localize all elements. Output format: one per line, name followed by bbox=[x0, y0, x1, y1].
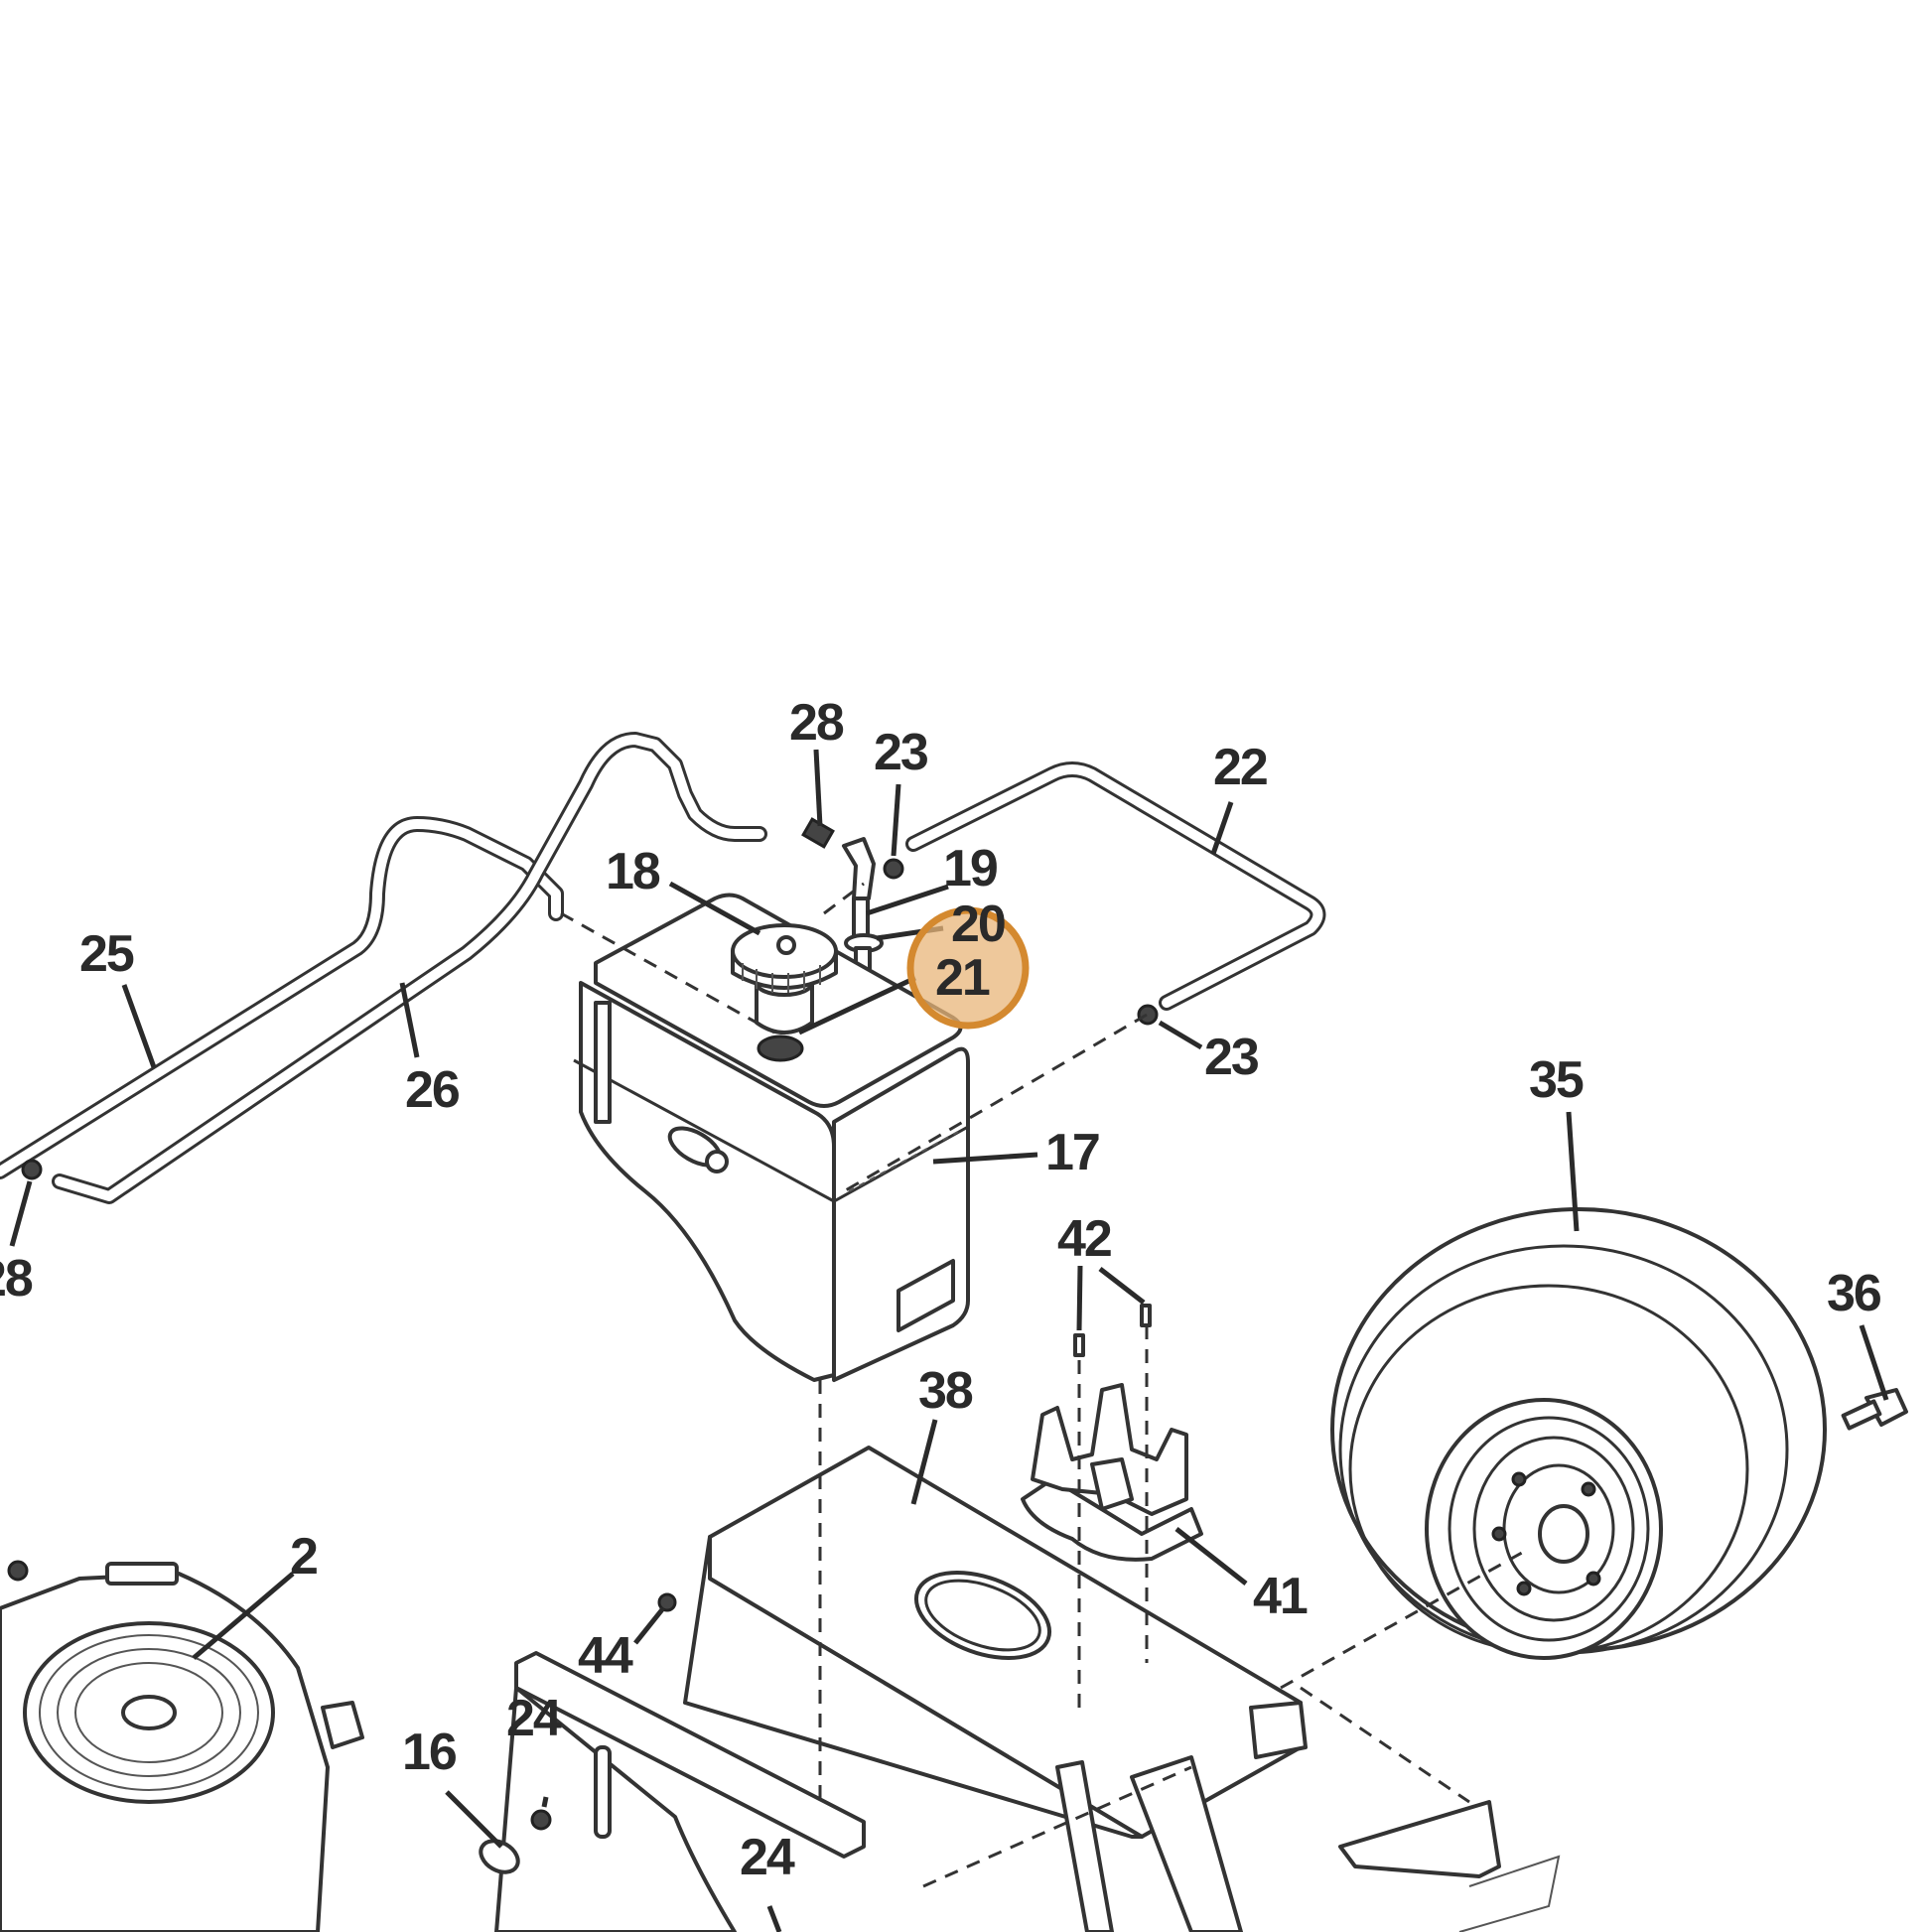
screw-24-upper[interactable] bbox=[530, 1809, 552, 1831]
clamp-28-top[interactable] bbox=[801, 817, 835, 849]
callout-35[interactable]: 35 bbox=[1529, 1051, 1586, 1109]
wheel-tire-35[interactable] bbox=[1330, 1207, 1827, 1660]
callout-labels: 2 16 17 18 19 20 21 22 23 23 24 24 25 26… bbox=[0, 694, 1883, 1886]
ring-16[interactable] bbox=[476, 1835, 524, 1878]
fuel-cap-18[interactable] bbox=[731, 923, 838, 1035]
screw-42-right[interactable] bbox=[1140, 1304, 1152, 1327]
clamp-23-right[interactable] bbox=[1137, 1004, 1159, 1026]
screw-42-left[interactable] bbox=[1073, 1333, 1085, 1357]
callout-44[interactable]: 44 bbox=[578, 1627, 635, 1685]
callout-17[interactable]: 17 bbox=[1045, 1124, 1101, 1181]
callout-23-top[interactable]: 23 bbox=[874, 724, 930, 781]
fuel-line-26[interactable] bbox=[52, 732, 767, 1204]
clamp-23-top[interactable] bbox=[883, 858, 904, 880]
callout-19[interactable]: 19 bbox=[943, 840, 999, 897]
holder-41[interactable] bbox=[1021, 1383, 1203, 1562]
screw-44[interactable] bbox=[657, 1592, 677, 1612]
fuel-line-25[interactable] bbox=[0, 816, 564, 1179]
callout-16[interactable]: 16 bbox=[402, 1724, 459, 1781]
callout-28-left[interactable]: 28 bbox=[0, 1250, 35, 1308]
callout-24-upper[interactable]: 24 bbox=[506, 1690, 564, 1747]
frame-lower[interactable] bbox=[494, 1651, 1561, 1932]
leader-lines bbox=[9, 749, 1889, 1932]
callout-2[interactable]: 2 bbox=[290, 1528, 319, 1586]
fuel-line-22[interactable] bbox=[905, 761, 1326, 1011]
panel-38[interactable] bbox=[683, 1446, 1308, 1839]
clamp-28-left[interactable] bbox=[21, 1159, 43, 1180]
assembly-dashes bbox=[560, 882, 1530, 1888]
callout-25[interactable]: 25 bbox=[79, 925, 136, 983]
callout-41[interactable]: 41 bbox=[1253, 1568, 1310, 1625]
callout-24-lower[interactable]: 24 bbox=[740, 1829, 797, 1886]
callout-38[interactable]: 38 bbox=[918, 1362, 975, 1420]
callout-18[interactable]: 18 bbox=[606, 843, 662, 900]
callout-22[interactable]: 22 bbox=[1213, 739, 1269, 796]
callout-28-top[interactable]: 28 bbox=[789, 694, 846, 752]
engine-2[interactable] bbox=[0, 1560, 364, 1932]
highlight-marker-21[interactable] bbox=[906, 906, 1030, 1030]
callout-36[interactable]: 36 bbox=[1827, 1265, 1883, 1322]
callout-21[interactable]: 21 bbox=[935, 949, 992, 1007]
callout-23-right[interactable]: 23 bbox=[1204, 1029, 1261, 1086]
callout-20[interactable]: 20 bbox=[951, 896, 1007, 953]
elbow-fitting-19[interactable] bbox=[842, 837, 876, 940]
bolt-36[interactable] bbox=[1841, 1388, 1908, 1431]
callout-26[interactable]: 26 bbox=[405, 1061, 462, 1119]
callout-42[interactable]: 42 bbox=[1057, 1210, 1113, 1268]
